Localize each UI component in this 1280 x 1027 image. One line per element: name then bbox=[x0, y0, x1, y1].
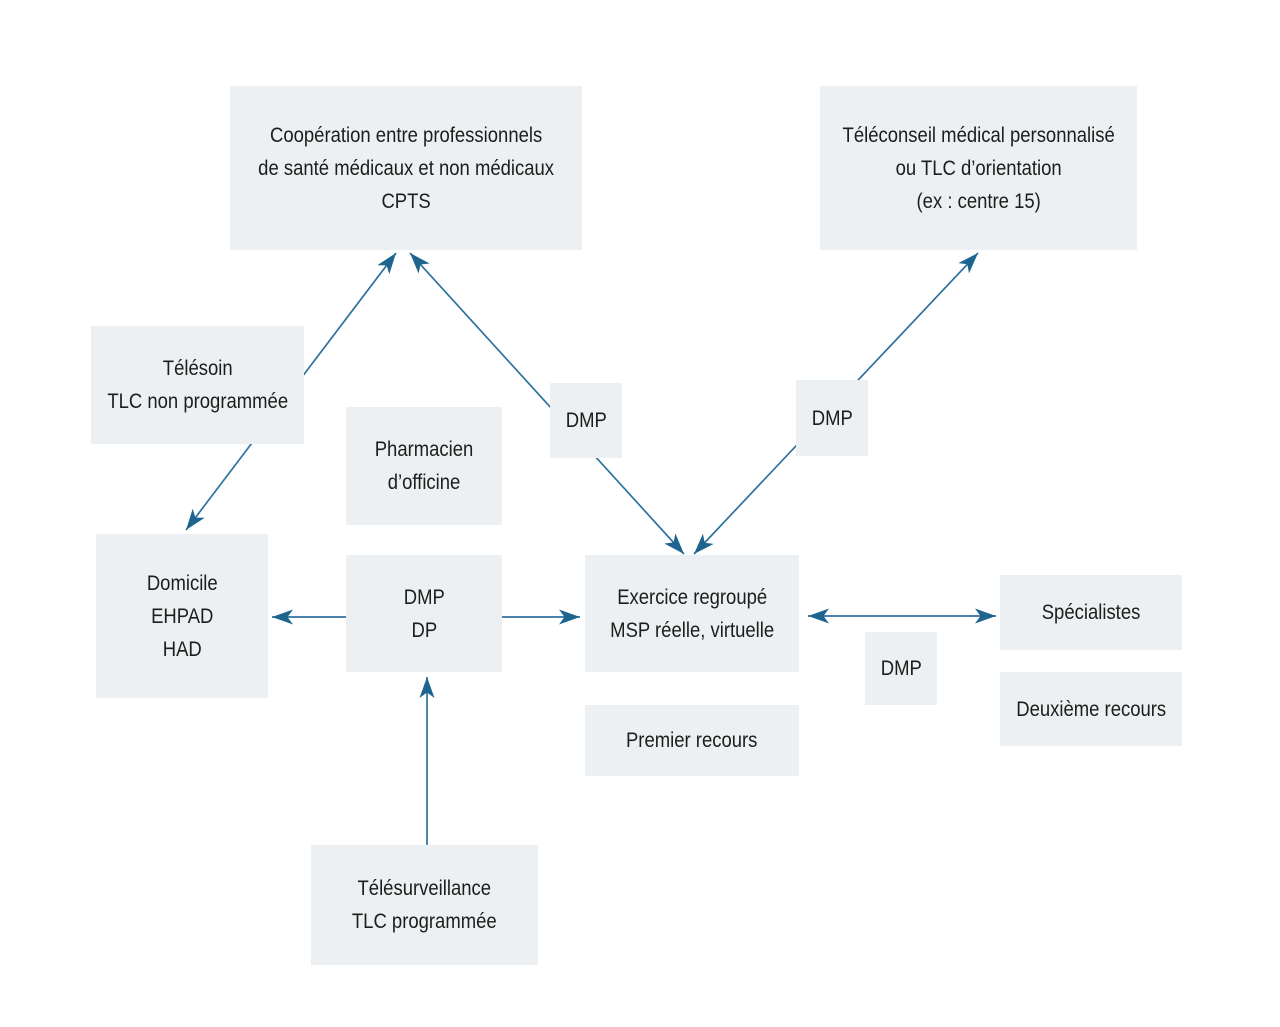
text-line: Télésoin bbox=[162, 357, 233, 380]
text-line: DMP bbox=[880, 657, 922, 680]
node-label: Pharmacien d’officine bbox=[375, 433, 474, 499]
text-line: DP bbox=[411, 618, 437, 642]
node-dmp-small: DMP bbox=[865, 632, 937, 705]
text-line: Coopération entre professionnels bbox=[269, 123, 543, 147]
text-line: CPTS bbox=[381, 189, 431, 213]
node-label: Télésurveillance TLC programmée bbox=[352, 872, 497, 938]
text-line: DMP bbox=[565, 409, 607, 432]
text-line: de santé médicaux et non médicaux bbox=[258, 156, 554, 180]
text-line: DMP bbox=[403, 585, 445, 609]
text-line: DMP bbox=[811, 406, 853, 430]
text-line: Premier recours bbox=[626, 729, 758, 752]
node-label: DMP bbox=[880, 652, 921, 685]
text-line: Pharmacien bbox=[374, 438, 474, 461]
node-label: Coopération entre professionnels de sant… bbox=[258, 119, 554, 218]
text-line: ou TLC d’orientation bbox=[895, 156, 1062, 180]
text-line: HAD bbox=[162, 637, 202, 661]
node-deuxieme-recours: Deuxième recours bbox=[1000, 672, 1182, 746]
node-pharmacien: Pharmacien d’officine bbox=[346, 407, 502, 525]
text-line: (ex : centre 15) bbox=[916, 189, 1041, 213]
node-label: Télésoin TLC non programmée bbox=[107, 352, 288, 418]
text-line: TLC non programmée bbox=[107, 390, 288, 413]
node-label: Téléconseil médical personnalisé ou TLC … bbox=[842, 119, 1114, 218]
node-dmp-left: DMP bbox=[550, 383, 622, 458]
node-label: DMP bbox=[565, 404, 606, 437]
node-label: Premier recours bbox=[626, 724, 757, 757]
node-label: Exercice regroupé MSP réelle, virtuelle bbox=[610, 581, 774, 647]
text-line: TLC programmée bbox=[352, 910, 497, 933]
text-line: EHPAD bbox=[150, 604, 214, 628]
node-label: Domicile EHPAD HAD bbox=[147, 567, 218, 666]
text-line: Spécialistes bbox=[1041, 601, 1141, 624]
node-label: Spécialistes bbox=[1042, 596, 1141, 629]
node-label: DMP bbox=[811, 402, 852, 435]
text-line: Télésurveillance bbox=[357, 877, 492, 900]
text-line: d’officine bbox=[387, 471, 461, 494]
node-exercice-regroupe: Exercice regroupé MSP réelle, virtuelle bbox=[585, 555, 799, 672]
edge-cooperation-exercice bbox=[409, 252, 685, 555]
node-label: DMP DP bbox=[403, 581, 444, 647]
node-dmp-dp: DMP DP bbox=[346, 555, 502, 672]
node-premier-recours: Premier recours bbox=[585, 705, 799, 776]
text-line: Exercice regroupé bbox=[617, 585, 767, 609]
node-telesoin: Télésoin TLC non programmée bbox=[91, 326, 304, 444]
node-cooperation-cpts: Coopération entre professionnels de sant… bbox=[230, 86, 582, 250]
text-line: Téléconseil médical personnalisé bbox=[842, 123, 1115, 147]
text-line: Deuxième recours bbox=[1016, 697, 1166, 721]
node-specialistes: Spécialistes bbox=[1000, 575, 1182, 650]
node-dmp-right: DMP bbox=[796, 380, 868, 456]
node-domicile-ehpad-had: Domicile EHPAD HAD bbox=[96, 534, 268, 698]
text-line: MSP réelle, virtuelle bbox=[609, 618, 774, 642]
node-label: Deuxième recours bbox=[1016, 693, 1166, 726]
node-teleconseil: Téléconseil médical personnalisé ou TLC … bbox=[820, 86, 1137, 250]
node-telesurveillance: Télésurveillance TLC programmée bbox=[311, 845, 538, 965]
text-line: Domicile bbox=[146, 571, 218, 595]
